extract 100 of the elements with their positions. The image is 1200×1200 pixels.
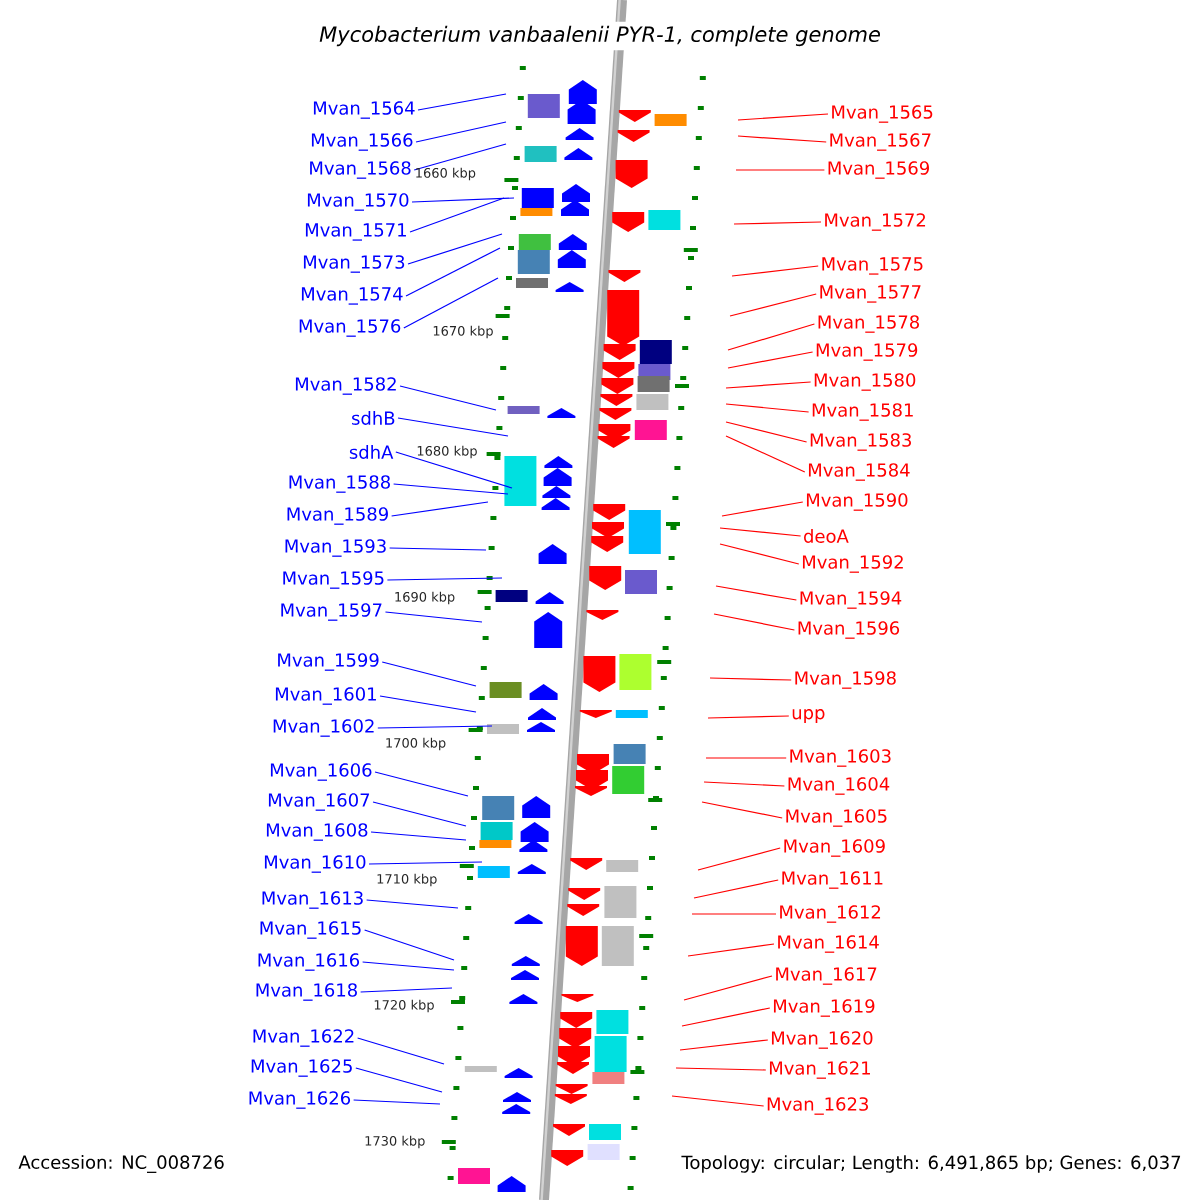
gene-label: deoA [804, 529, 849, 543]
leader-line [675, 1067, 767, 1071]
leader-line [374, 771, 469, 797]
gene-label: Mvan_1572 [825, 213, 926, 231]
leader-line [417, 93, 507, 111]
leader-line [681, 1007, 771, 1027]
gene-label: Mvan_1589 [287, 507, 388, 525]
gene-label: Mvan_1610 [264, 855, 366, 873]
leader-line [715, 585, 797, 601]
gene-label: Mvan_1593 [285, 539, 386, 557]
gene-label: Mvan_1581 [812, 403, 913, 421]
leader-line [413, 143, 507, 171]
gene-label: Mvan_1578 [818, 315, 919, 333]
gene-label: Mvan_1603 [790, 749, 891, 767]
gene-label: Mvan_1625 [251, 1059, 352, 1077]
leader-line [671, 1095, 765, 1107]
leader-line [725, 421, 808, 443]
gene-label: Mvan_1616 [258, 953, 360, 971]
gene-label: Mvan_1576 [299, 319, 401, 337]
leader-line [355, 1067, 443, 1093]
gene-label: Mvan_1574 [301, 287, 403, 305]
gene-label: Mvan_1618 [256, 983, 357, 1001]
leader-line [731, 265, 819, 277]
leader-line [393, 483, 509, 495]
leader-line [727, 351, 814, 369]
leader-line [703, 781, 785, 787]
leader-line [362, 961, 455, 971]
gene-label: Mvan_1614 [778, 935, 879, 953]
gene-label: Mvan_1566 [311, 133, 413, 151]
gene-label: Mvan_1612 [780, 905, 881, 923]
leader-line [725, 381, 812, 389]
gene-label: Mvan_1611 [782, 871, 883, 889]
leader-line [415, 121, 507, 143]
leader-line [727, 323, 815, 351]
leader-line [353, 1099, 441, 1105]
leader-line [737, 113, 829, 121]
gene-label: Mvan_1596 [798, 621, 900, 639]
leader-line [693, 879, 779, 899]
leader-line [719, 527, 802, 537]
gene-label: Mvan_1607 [268, 793, 370, 811]
leader-line [709, 677, 792, 681]
gene-label: Mvan_1564 [313, 101, 415, 119]
gene-label: sdhB [352, 411, 395, 425]
leader-line [381, 661, 477, 687]
leader-line [403, 277, 499, 329]
gene-label: Mvan_1571 [305, 223, 406, 241]
gene-label: Mvan_1592 [802, 555, 903, 573]
gene-label: Mvan_1598 [795, 671, 896, 689]
title: Mycobacterium vanbaalenii PYR-1, complete genome [315, 21, 885, 51]
leader-line [372, 801, 467, 827]
gene-label: Mvan_1583 [810, 433, 911, 451]
gene-label: Mvan_1620 [771, 1031, 873, 1049]
leader-line [386, 577, 503, 581]
leader-line [379, 695, 477, 713]
leader-line [405, 247, 501, 297]
leader-line [729, 293, 817, 317]
gene-label: sdhA [349, 445, 394, 459]
leader-line [725, 403, 810, 413]
gene-label: Mvan_1608 [266, 823, 368, 841]
gene-label: Mvan_1615 [260, 921, 361, 939]
gene-label: Mvan_1606 [270, 763, 372, 781]
gene-label: Mvan_1567 [830, 133, 931, 151]
leader-line [691, 913, 777, 915]
leader-line [713, 613, 795, 631]
leader-line [733, 221, 822, 225]
gene-label: Mvan_1599 [278, 653, 379, 671]
leader-line [679, 1039, 769, 1051]
leader-line [389, 547, 487, 551]
gene-label: Mvan_1597 [281, 603, 382, 621]
gene-label: Mvan_1594 [800, 591, 902, 609]
leader-line [384, 611, 483, 623]
leader-line [683, 975, 773, 1001]
gene-label: Mvan_1602 [273, 719, 374, 737]
gene-label: Mvan_1570 [307, 193, 409, 211]
gene-label: Mvan_1619 [773, 999, 875, 1017]
gene-label: Mvan_1568 [310, 161, 411, 179]
gene-label: Mvan_1626 [249, 1091, 351, 1109]
leader-line [719, 543, 800, 565]
leader-line [370, 831, 467, 841]
leader-line [725, 435, 806, 473]
gene-label: Mvan_1584 [808, 463, 910, 481]
gene-label: Mvan_1604 [788, 777, 890, 795]
gene-label: Mvan_1590 [806, 493, 908, 511]
gene-label: Mvan_1605 [786, 809, 887, 827]
gene-label: Mvan_1580 [814, 373, 916, 391]
gene-label: Mvan_1565 [832, 105, 933, 123]
leader-line [737, 135, 827, 143]
leader-line [377, 725, 493, 729]
leader-line [701, 801, 783, 819]
gene-label: Mvan_1569 [828, 161, 929, 179]
leader-line [735, 169, 825, 171]
gene-label: Mvan_1582 [295, 377, 396, 395]
gene-label: Mvan_1613 [262, 891, 363, 909]
gene-label: Mvan_1588 [289, 475, 390, 493]
leader-line [364, 929, 455, 961]
leader-line [399, 385, 497, 411]
gene-label: Mvan_1573 [303, 255, 405, 273]
gene-label: Mvan_1577 [820, 285, 921, 303]
leader-line [697, 847, 781, 871]
leader-line [705, 757, 787, 759]
